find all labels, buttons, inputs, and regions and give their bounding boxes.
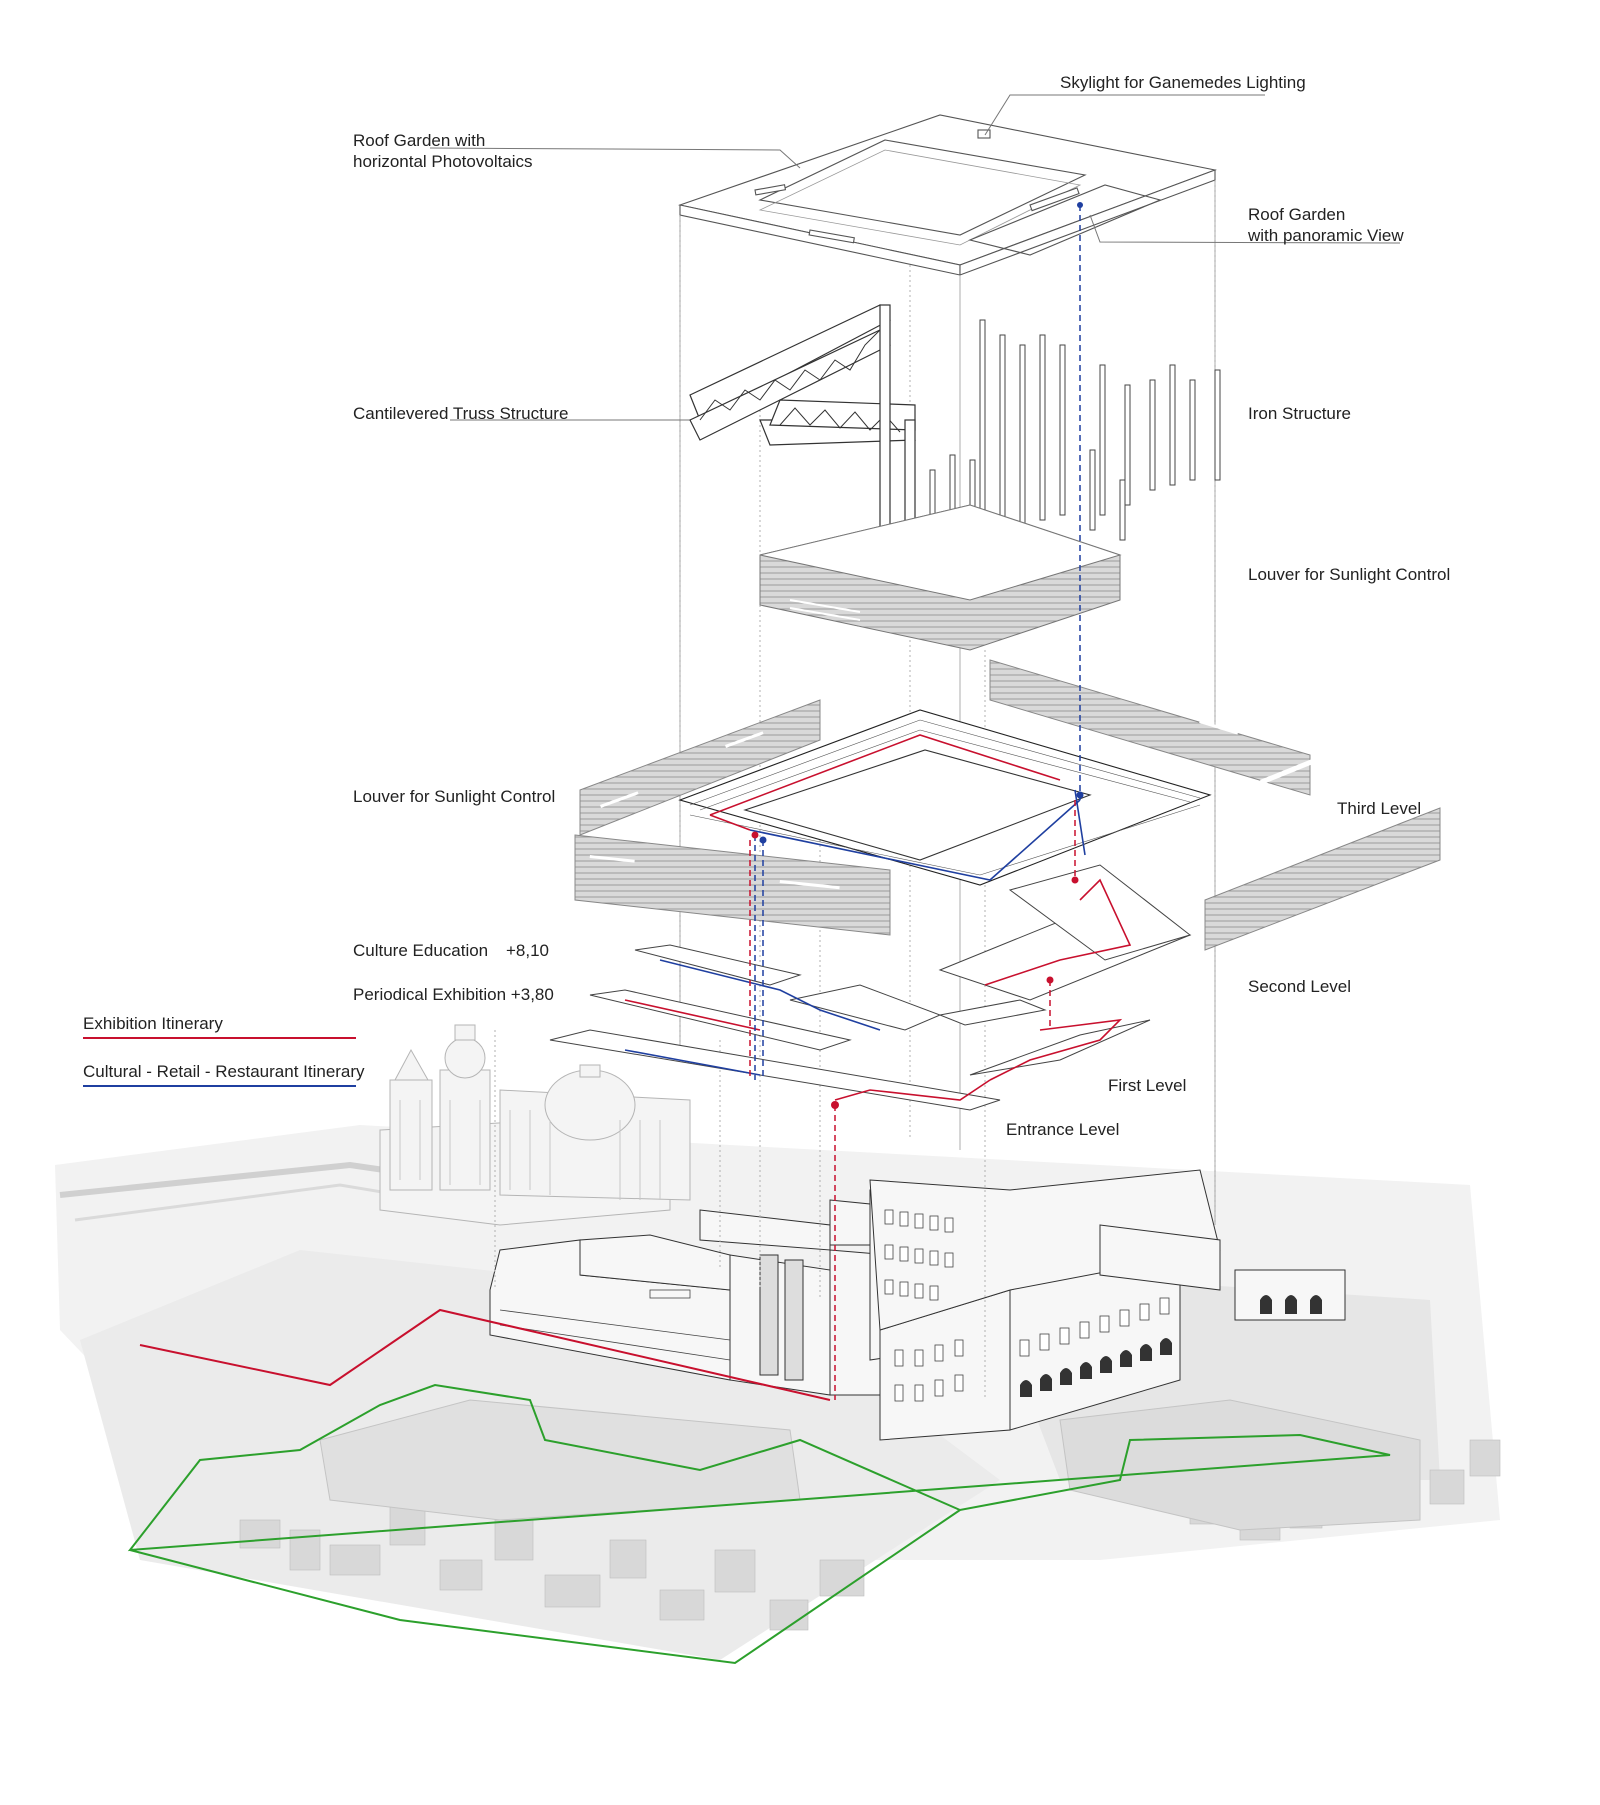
- lower-level-plates: [549, 864, 1192, 1111]
- site-context: [55, 1125, 1501, 1660]
- vertical-connectors: [749, 205, 1081, 1400]
- leader-lines: [429, 94, 1401, 421]
- label-louver-upper: Louver for Sunlight Control: [1248, 565, 1451, 584]
- label-roof-garden-pv-line2: horizontal Photovoltaics: [353, 152, 533, 171]
- legend-cultural-label: Cultural - Retail - Restaurant Itinerary: [83, 1062, 365, 1081]
- legend-exhibition-label: Exhibition Itinerary: [83, 1014, 223, 1033]
- church-building: [379, 1024, 691, 1226]
- label-skylight: Skylight for Ganemedes Lighting: [1060, 73, 1306, 92]
- label-roof-garden-view-line1: Roof Garden: [1248, 205, 1346, 224]
- louver-panels-lower: [574, 659, 1441, 951]
- label-first-level: First Level: [1108, 1076, 1187, 1095]
- legend-cultural-swatch: [83, 1085, 356, 1087]
- label-second-level: Second Level: [1248, 977, 1352, 996]
- connector-dots: [751, 202, 1084, 1109]
- roof-garden-box: [677, 114, 1218, 1225]
- cantilevered-truss: [689, 304, 916, 551]
- ground-itineraries: [127, 1308, 1391, 1665]
- label-truss: Cantilevered Truss Structure: [353, 404, 569, 423]
- label-iron-structure: Iron Structure: [1248, 404, 1351, 423]
- label-culture-education: Culture Education: [353, 941, 489, 960]
- legend-exhibition-swatch: [83, 1037, 356, 1039]
- museum-building: [489, 1169, 1346, 1441]
- louver-box-upper: [759, 504, 1122, 651]
- label-roof-garden-view-line2: with panoramic View: [1248, 226, 1404, 245]
- label-periodical-exhibition: Periodical Exhibition +3,80: [353, 985, 554, 1004]
- label-roof-garden-pv-line1: Roof Garden with: [353, 131, 486, 150]
- label-culture-education-height: +8,10: [506, 941, 550, 960]
- label-entrance-level: Entrance Level: [1006, 1120, 1120, 1139]
- label-third-level: Third Level: [1337, 799, 1422, 818]
- iron-structure-columns: [929, 319, 1221, 571]
- third-level-plan: [678, 709, 1212, 886]
- label-louver-lower: Louver for Sunlight Control: [353, 787, 556, 806]
- itinerary-paths-levels: [624, 789, 1132, 1101]
